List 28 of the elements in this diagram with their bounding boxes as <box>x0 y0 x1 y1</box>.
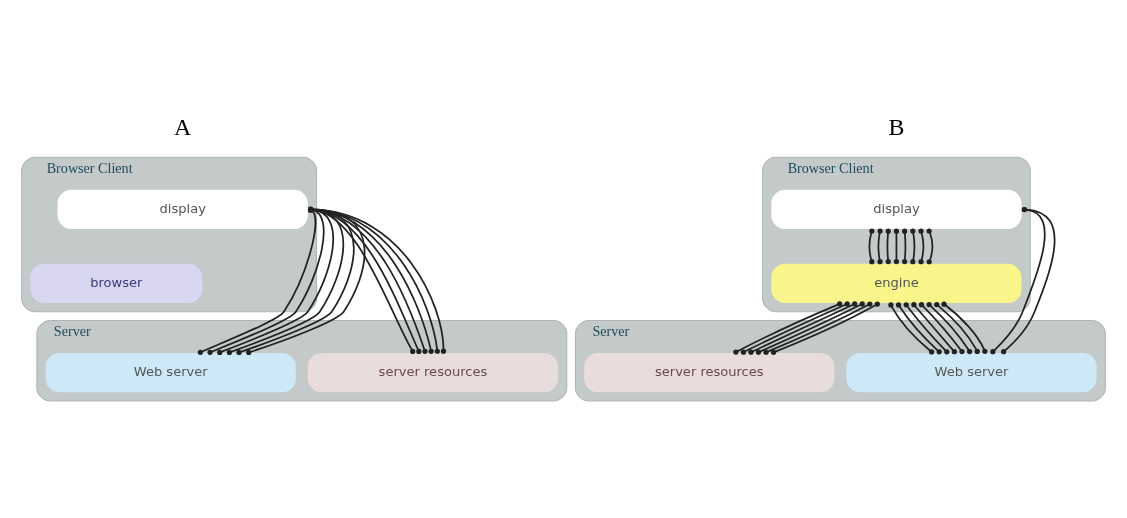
connector <box>903 301 950 354</box>
connector <box>934 301 980 354</box>
node-box: server resources <box>584 352 835 392</box>
connector <box>893 228 900 264</box>
connector <box>918 301 965 354</box>
connector <box>877 228 883 264</box>
connector <box>941 301 988 354</box>
node-box: engine <box>771 263 1022 303</box>
label: B <box>888 113 905 140</box>
node-box: browser <box>30 263 203 303</box>
connector <box>910 228 916 264</box>
connector <box>902 228 908 264</box>
connector <box>911 301 957 354</box>
connector <box>888 301 935 355</box>
node-box: display <box>771 189 1022 229</box>
connector <box>926 301 973 354</box>
node-box: Web server <box>846 352 1097 392</box>
connector <box>868 227 875 264</box>
connector <box>926 227 934 264</box>
connector <box>885 228 891 264</box>
node-box: display <box>57 189 308 229</box>
connector <box>895 301 942 354</box>
connector <box>990 206 1046 354</box>
connector <box>1001 206 1056 354</box>
label: A <box>174 113 192 140</box>
node-box: Web server <box>45 352 296 392</box>
node-box: server resources <box>307 352 559 392</box>
connector <box>918 227 925 264</box>
